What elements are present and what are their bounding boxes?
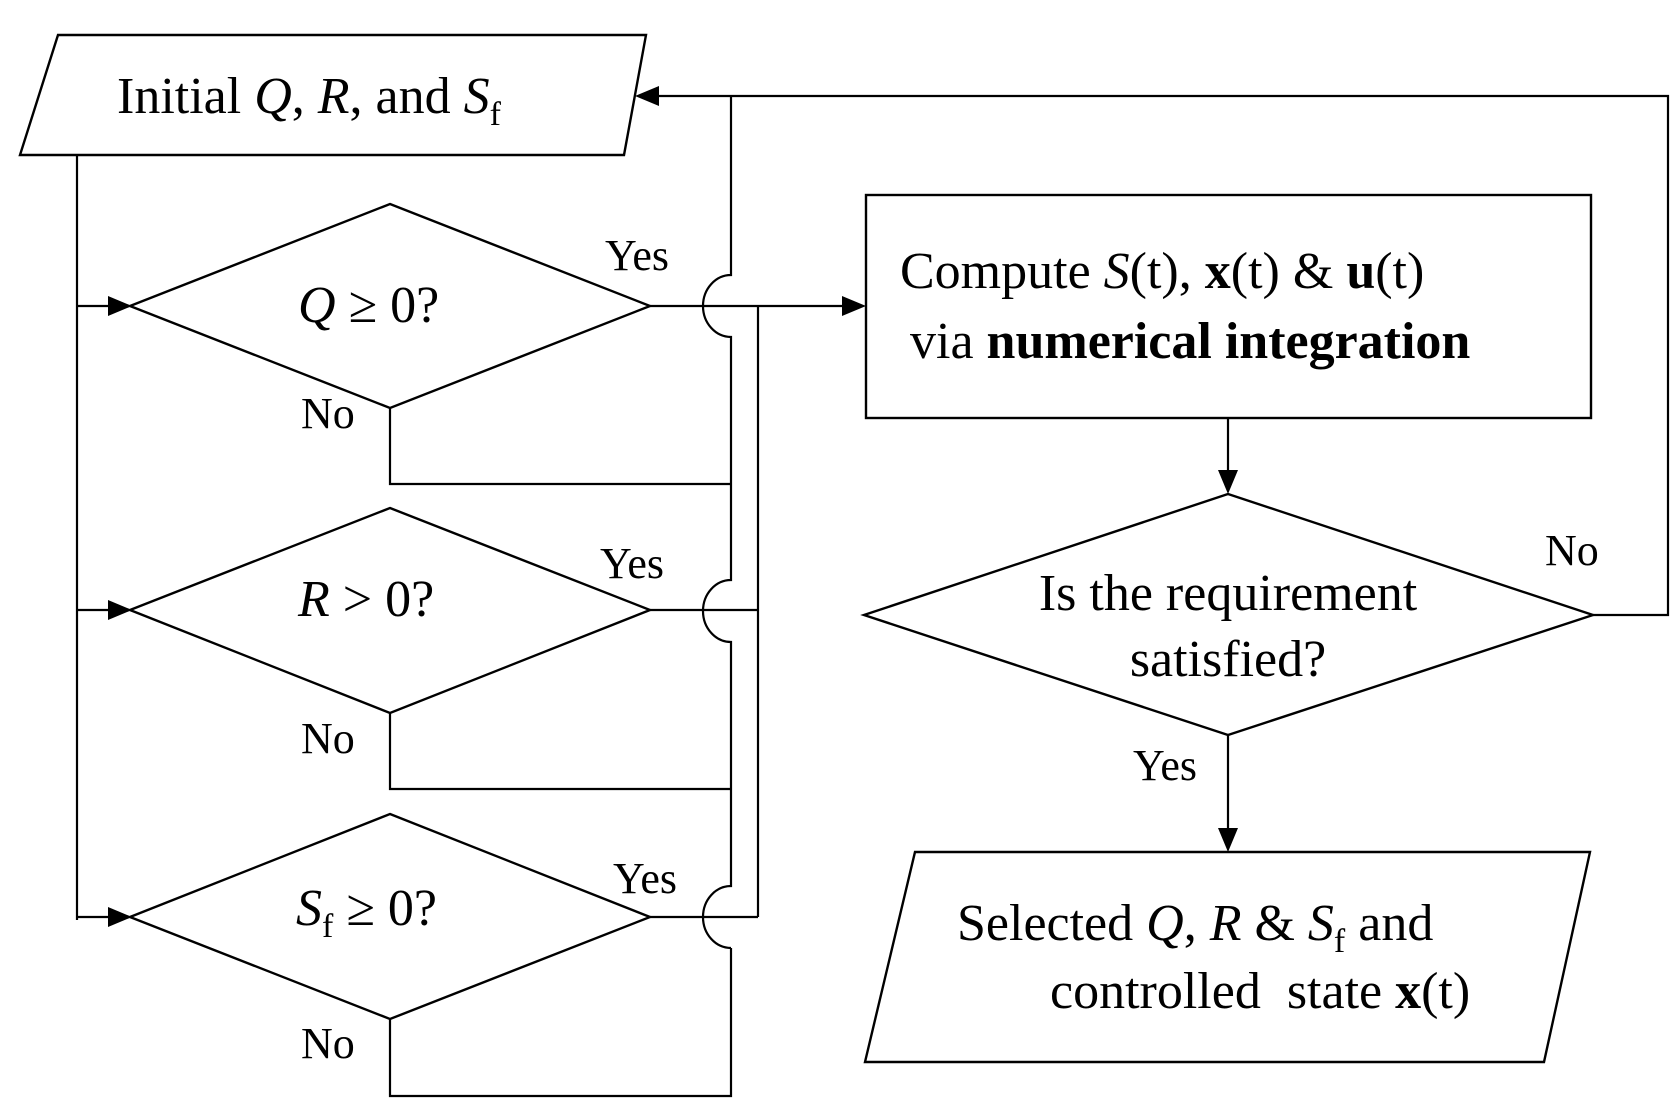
requirement-diamond: [860, 492, 1597, 737]
initial-sub-f: f: [490, 96, 502, 133]
compute-method-text: numerical integration: [987, 313, 1471, 370]
initial-and-text: , and: [350, 68, 464, 125]
compute-x-symbol: x: [1205, 243, 1231, 300]
arrowhead-sf-diamond: [108, 907, 132, 927]
decision-r-label: R > 0?: [297, 571, 434, 628]
initial-prefix-text: Initial: [117, 68, 254, 125]
decision-sf-label: Sf ≥ 0?: [296, 880, 437, 945]
compute-box-line2: via numerical integration: [910, 313, 1470, 370]
compute-via-text: via: [910, 313, 987, 370]
decision-q-no-label: No: [301, 389, 355, 438]
arrowhead-initial-box: [635, 86, 659, 106]
initial-s-symbol: S: [464, 68, 490, 125]
decision-q-condition: ≥ 0?: [336, 277, 440, 334]
compute-t3: (t): [1375, 243, 1424, 300]
no-loop-q: [388, 408, 731, 486]
output-r-symbol: R: [1209, 895, 1242, 952]
compute-prefix: Compute: [900, 243, 1104, 300]
decision-sf-diamond: [126, 812, 654, 1021]
decision-sf-condition: ≥ 0?: [333, 880, 437, 937]
initial-comma: ,: [292, 68, 318, 125]
decision-sf-symbol: S: [296, 880, 322, 937]
compute-box-line1: Compute S(t), x(t) & u(t): [900, 243, 1424, 300]
requirement-line2: satisfied?: [1130, 631, 1326, 688]
compute-amp: &: [1280, 243, 1346, 300]
decision-sf-yes-label: Yes: [613, 854, 677, 903]
output-box-line1: Selected Q, R & Sf and: [957, 895, 1433, 960]
compute-s-symbol: S: [1104, 243, 1130, 300]
arrowhead-output: [1218, 828, 1238, 852]
output-t: (t): [1421, 963, 1470, 1020]
decision-r-diamond: [126, 506, 654, 715]
decision-sf-no-label: No: [301, 1019, 355, 1068]
arrowhead-r-diamond: [108, 600, 132, 620]
decision-r-no-label: No: [301, 714, 355, 763]
output-and-text: and: [1345, 895, 1433, 952]
initial-q-symbol: Q: [254, 68, 292, 125]
output-comma: ,: [1184, 895, 1210, 952]
compute-u-symbol: u: [1346, 243, 1375, 300]
initial-parallelogram: [18, 33, 648, 157]
decision-q-symbol: Q: [298, 277, 336, 334]
output-prefix: Selected: [957, 895, 1146, 952]
decision-sf-sub: f: [322, 908, 334, 945]
output-s-symbol: S: [1308, 895, 1334, 952]
output-box-line2: controlled state x(t): [985, 963, 1509, 1020]
decision-q-diamond: [126, 202, 654, 410]
requirement-no-label: No: [1545, 526, 1599, 575]
requirement-line1: Is the requirement: [1039, 565, 1418, 622]
compute-t2: (t): [1231, 243, 1280, 300]
decision-r-symbol: R: [297, 571, 330, 628]
output-amp: &: [1241, 895, 1307, 952]
compute-rectangle: [864, 193, 1593, 420]
compute-comma: ,: [1179, 243, 1205, 300]
no-loop-sf: [388, 948, 733, 1098]
arrowhead-compute-box: [842, 296, 866, 316]
initial-box-label: Initial Q, R, and Sf: [117, 68, 502, 133]
output-x-symbol: x: [1395, 963, 1421, 1020]
decision-r-condition: > 0?: [330, 571, 434, 628]
decision-r-yes-label: Yes: [600, 539, 664, 588]
output-controlled-text: controlled state: [1050, 963, 1395, 1020]
top-return-connector: [731, 94, 1670, 617]
decision-q-yes-label: Yes: [605, 231, 669, 280]
output-q-symbol: Q: [1146, 895, 1184, 952]
return-line-with-jumps: [701, 96, 733, 950]
output-parallelogram: [863, 850, 1592, 1064]
requirement-yes-label: Yes: [1133, 741, 1197, 790]
output-sub-f: f: [1334, 923, 1346, 960]
arrowhead-requirement: [1218, 470, 1238, 494]
initial-r-symbol: R: [317, 68, 350, 125]
compute-t1: (t): [1130, 243, 1179, 300]
decision-q-label: Q ≥ 0?: [298, 277, 439, 334]
arrowhead-q-diamond: [108, 296, 132, 316]
no-loop-r: [388, 713, 731, 791]
